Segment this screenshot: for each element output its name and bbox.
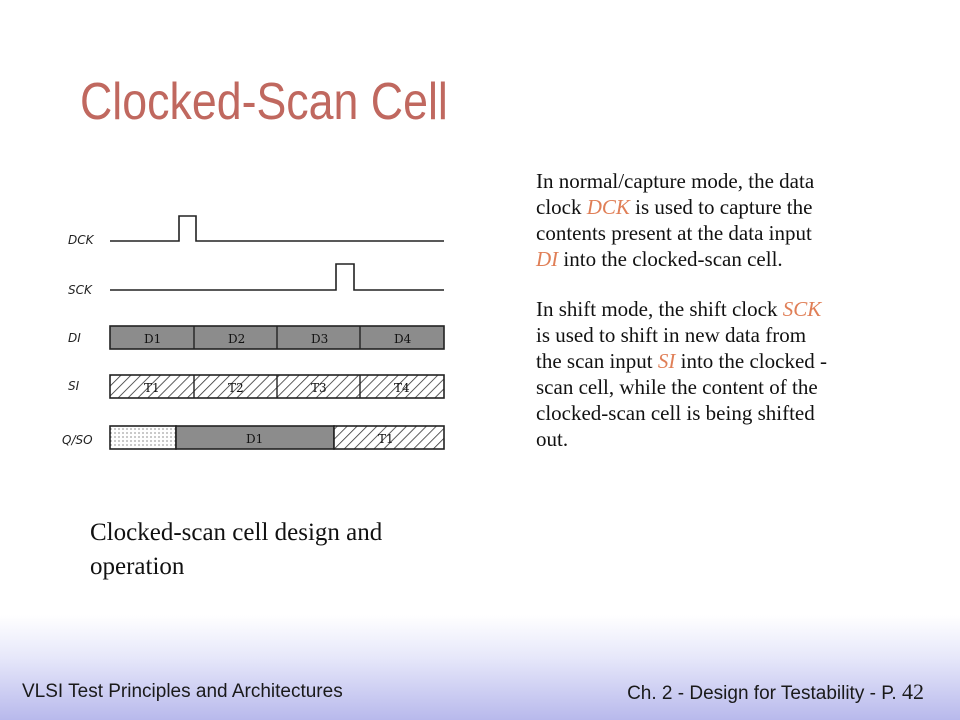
di-segment: D1 [144, 332, 161, 346]
si-bus: T1 T2 T3 T4 [109, 374, 445, 399]
footer-band [0, 615, 960, 720]
signal-label-sck: SCK [68, 283, 93, 297]
si-segment: T4 [394, 381, 410, 395]
diagram-caption: Clocked-scan cell design and operation [90, 519, 383, 580]
sck-waveform [110, 263, 444, 291]
footer-course-title: VLSI Test Principles and Architectures [22, 681, 343, 702]
di-segment: D3 [311, 332, 328, 346]
signal-label-qso: Q/SO [62, 433, 93, 447]
dck-waveform [110, 215, 444, 242]
di-segment: D4 [394, 332, 412, 346]
timing-diagram: DCK SCK DI SI Q/SO D1 D2 D3 D4 T1 T2 T3 … [62, 215, 445, 450]
slide-title: Clocked-Scan Cell [80, 73, 448, 131]
qso-segment: D1 [246, 432, 263, 446]
keyword-di: DI [536, 247, 559, 271]
qso-bus: D1 T1 [109, 425, 445, 450]
description-text: In normal/capture mode, the data clock D… [536, 168, 836, 452]
di-segment: D2 [228, 332, 245, 346]
di-bus: D1 D2 D3 D4 [109, 325, 445, 350]
keyword-si: SI [657, 349, 676, 373]
page-number: 42 [902, 679, 924, 704]
signal-label-si: SI [68, 379, 80, 393]
si-segment: T3 [311, 381, 327, 395]
si-segment: T2 [228, 381, 244, 395]
footer-chapter: Ch. 2 - Design for Testability - P. 42 [627, 679, 924, 704]
paragraph-shift-mode: In shift mode, the shift clock SCK is us… [536, 297, 828, 451]
qso-segment: T1 [378, 432, 394, 446]
signal-label-di: DI [68, 331, 81, 345]
si-segment: T1 [144, 381, 160, 395]
keyword-sck: SCK [782, 297, 822, 321]
signal-label-dck: DCK [68, 233, 95, 247]
keyword-dck: DCK [586, 195, 630, 219]
paragraph-capture-mode: In normal/capture mode, the data clock D… [536, 169, 815, 271]
